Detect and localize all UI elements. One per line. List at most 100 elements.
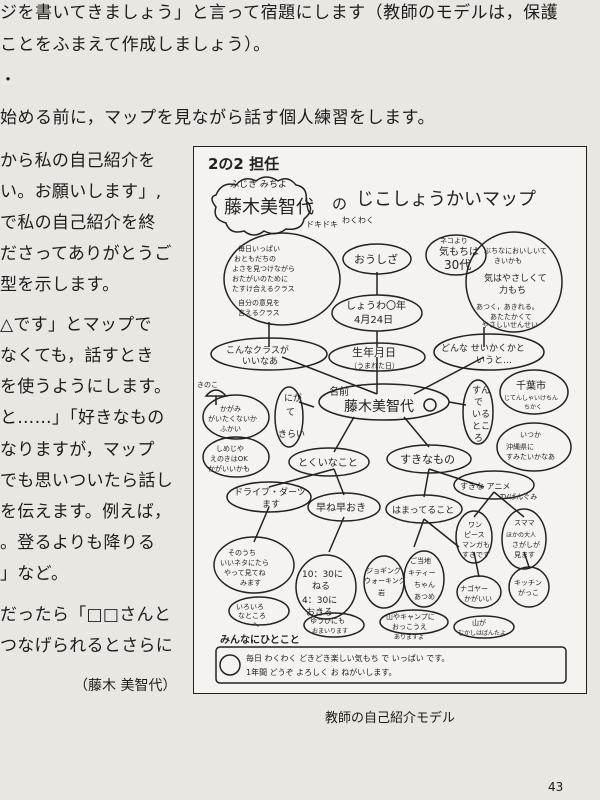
map-center-label: 名前 <box>329 385 349 398</box>
map-anime-detail: ナゴヤー <box>460 584 488 593</box>
map-message-heading: みんなにひとこと <box>220 634 300 646</box>
map-dislike: がいたくないか <box>208 414 257 423</box>
map-age: 30代 <box>444 258 471 272</box>
map-sleep-detail: ねる <box>312 581 330 592</box>
map-sleep-detail: 10：30に <box>302 569 343 580</box>
map-anime-item: スママ <box>514 519 535 527</box>
bullet-dash: ・ <box>0 70 17 89</box>
column-line: でも思いついたら話し <box>0 471 173 491</box>
body-text-line: ことをふまえて作成しましょう）。 <box>0 35 271 55</box>
map-anime-item: すきです <box>462 551 490 559</box>
body-text-line: 始める前に，マップを見ながら話す個人練習をします。 <box>0 108 435 128</box>
map-good-at-detail: みます <box>240 579 261 587</box>
map-good-at-item: ドライブ・ダーツ <box>234 486 306 498</box>
map-dislike-branch: にが <box>284 392 302 404</box>
column-line: 。登るよりも降りる <box>0 533 156 553</box>
map-birthday-branch: （うまれた日） <box>350 362 399 370</box>
map-anime-branch: すきな アニメ <box>460 482 510 491</box>
map-hobby-detail: ご当地 <box>410 556 431 565</box>
map-personality-detail: きいかも <box>494 257 522 265</box>
map-residence-note: 沖縄県に <box>506 442 534 451</box>
map-note: おっこうえ <box>392 623 427 631</box>
map-note: へ <box>252 621 259 629</box>
column-line: 型を示します。 <box>0 275 120 295</box>
map-class-wish: おたがいのために <box>232 274 288 283</box>
map-anime-item: ほかの大人 <box>506 531 536 539</box>
map-dislike-branch: きらい <box>278 429 305 440</box>
column-line: から私の自己紹介を <box>0 151 156 171</box>
map-personality-detail: あつく，あきれる。 <box>476 303 539 311</box>
map-personality-detail: ぶちなにおいしいて <box>484 247 547 255</box>
column-line: △です」とマップで <box>0 315 152 335</box>
column-line: ださってありがとうご <box>0 244 172 264</box>
map-note: ネコより <box>440 237 468 245</box>
mind-map-drawing: 2の2 担任 ふじき みちよ 藤木美智代 の じこしょうかいマップ ドキドキ わ… <box>197 155 572 684</box>
map-note: なところ <box>238 612 266 620</box>
map-anime-item: ピース <box>464 531 485 539</box>
map-note: 山やキャンプに <box>386 612 435 621</box>
map-city: ちかく <box>524 404 542 411</box>
map-hobby-detail: ジョギング <box>366 566 401 575</box>
map-tag: わくわく <box>342 216 374 225</box>
column-line: で私の自己紹介を終 <box>0 213 156 233</box>
column-line: を使うようにします。 <box>0 377 172 397</box>
map-personality-detail: やさしいせんせい <box>482 321 538 329</box>
map-city: 千葉市 <box>516 379 546 392</box>
map-personality-detail: 気はやさしくて <box>484 272 547 284</box>
map-hobby-detail: ちゃん <box>414 581 435 589</box>
map-anime-branch: TVばんぐみ <box>499 492 537 501</box>
map-class-branch: いいなあ <box>242 356 278 367</box>
column-line: なりますが，マップ <box>0 440 155 460</box>
column-line: と……」「好きなもの <box>0 408 165 428</box>
map-dislike-note: えのきはOK <box>210 455 248 463</box>
map-anime-item: 見ます <box>514 551 535 559</box>
map-dislike-note: かがいいかも <box>208 464 250 473</box>
column-line: なくても，話すとき <box>0 346 154 366</box>
map-anime-item: マンガも <box>462 540 490 549</box>
map-name: 藤木美智代 <box>224 197 314 218</box>
map-dislike: かがみ <box>220 404 241 413</box>
map-city: じてんしゃいけちん <box>504 395 558 402</box>
map-note: ゆうひにも <box>310 617 345 625</box>
map-name-suffix: の <box>332 195 347 213</box>
map-anime-detail: かがいい <box>464 594 492 603</box>
map-residence-branch: とこ <box>472 421 490 432</box>
column-line: い。お願いします」, <box>0 182 162 202</box>
map-residence-branch: ろ <box>474 433 483 444</box>
map-birthdate: 4月24日 <box>354 314 393 326</box>
map-birthday-branch: 生年月日 <box>352 345 396 359</box>
map-zodiac: おうしざ <box>354 252 398 266</box>
map-anime-detail: がっこ <box>518 588 539 597</box>
map-hobby-detail: 岩 <box>378 588 385 597</box>
map-class-label: 2の2 担任 <box>208 155 279 173</box>
map-message: 毎日 わくわく どきどき楽しい気もち で いっぱい です。 <box>246 653 449 663</box>
map-sleep-detail: 4：30に <box>302 595 337 606</box>
map-tag: ドキドキ <box>306 220 338 229</box>
self-introduction-map-figure: 2の2 担任 ふじき みちよ 藤木美智代 の じこしょうかいマップ ドキドキ わ… <box>193 146 587 694</box>
map-anime-item: ワン <box>468 521 482 529</box>
map-residence-branch: で <box>474 398 483 408</box>
map-sleep-detail: おきる <box>306 607 333 618</box>
map-good-at-detail: いいネタにたら <box>220 558 269 567</box>
map-note: ありますよ <box>394 634 424 641</box>
map-residence-branch: いる <box>472 409 490 420</box>
page-number: 43 <box>548 780 564 794</box>
map-class-wish: たすけ合えるクラス <box>232 284 295 293</box>
map-hobby-detail: ウォーキング <box>364 576 406 585</box>
map-dislike-note: しめじや <box>216 445 244 453</box>
map-class-wish: 言えるクラス <box>238 308 280 317</box>
map-age: 気もちは <box>439 245 479 258</box>
map-note: きのこ <box>197 381 218 389</box>
figure-caption: 教師の自己紹介モデル <box>325 711 456 726</box>
column-line: つなげられるとさらに <box>0 636 173 656</box>
map-hobby-detail: キティー <box>408 569 436 577</box>
map-personality-detail: あたたかくて <box>490 313 532 321</box>
map-residence-note: いつか <box>520 431 541 439</box>
map-class-branch: こんなクラスが <box>226 344 289 356</box>
map-class-wish: 自分の意見を <box>238 298 280 307</box>
map-anime-detail: キッチン <box>514 579 542 587</box>
column-line: 」など。 <box>0 564 69 584</box>
map-good-at-detail: やって見てね <box>224 569 266 577</box>
map-note: いろいろ <box>236 603 264 611</box>
